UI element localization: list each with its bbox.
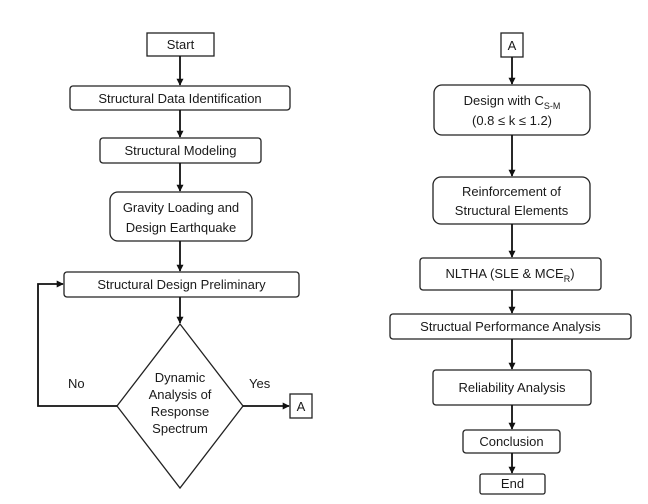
node-reliability-label: Reliability Analysis — [459, 380, 566, 395]
node-nltha-label: NLTHA (SLE & MCER) — [445, 266, 574, 284]
node-connector-a-in-label: A — [508, 38, 517, 53]
node-start-label: Start — [167, 37, 195, 52]
node-conclusion-label: Conclusion — [479, 434, 543, 449]
node-reliability: Reliability Analysis — [432, 369, 592, 406]
node-start: Start — [146, 32, 215, 57]
edge-decision-no-loop — [37, 280, 117, 407]
node-nltha: NLTHA (SLE & MCER) — [419, 257, 602, 291]
node-connector-a-in: A — [500, 32, 524, 58]
node-gravity-line1: Gravity Loading and — [123, 200, 239, 215]
node-decision-line1: Dynamic — [155, 370, 206, 385]
node-design-preliminary-label: Structural Design Preliminary — [97, 277, 266, 292]
node-reinforcement-line2: Structural Elements — [455, 203, 569, 218]
node-design-with-line1: Design with CS-M — [464, 93, 561, 111]
node-decision-line4: Spectrum — [152, 421, 208, 436]
node-design-preliminary: Structural Design Preliminary — [63, 271, 300, 298]
node-decision-line3: Response — [151, 404, 210, 419]
node-performance-label: Structual Performance Analysis — [420, 319, 601, 334]
node-decision-line2: Analysis of — [149, 387, 212, 402]
node-modeling-label: Structural Modeling — [125, 143, 237, 158]
node-data-identification-label: Structural Data Identification — [98, 91, 261, 106]
node-design-with-line2: (0.8 ≤ k ≤ 1.2) — [472, 113, 552, 128]
node-performance: Structual Performance Analysis — [389, 313, 632, 340]
node-data-identification: Structural Data Identification — [69, 85, 291, 111]
node-modeling: Structural Modeling — [99, 137, 262, 164]
label-yes: Yes — [249, 376, 271, 391]
node-conclusion: Conclusion — [462, 429, 561, 454]
node-decision: Dynamic Analysis of Response Spectrum — [116, 322, 244, 490]
node-gravity-loading: Gravity Loading and Design Earthquake — [109, 191, 253, 242]
node-reinforcement-line1: Reinforcement of — [462, 184, 561, 199]
node-design-with: Design with CS-M (0.8 ≤ k ≤ 1.2) — [433, 84, 591, 136]
node-connector-a-out: A — [289, 393, 313, 419]
node-reinforcement: Reinforcement of Structural Elements — [432, 176, 591, 225]
label-no: No — [68, 376, 85, 391]
node-end-label: End — [501, 476, 524, 491]
node-connector-a-out-label: A — [297, 399, 306, 414]
node-end: End — [479, 473, 546, 495]
node-gravity-line2: Design Earthquake — [126, 220, 237, 235]
